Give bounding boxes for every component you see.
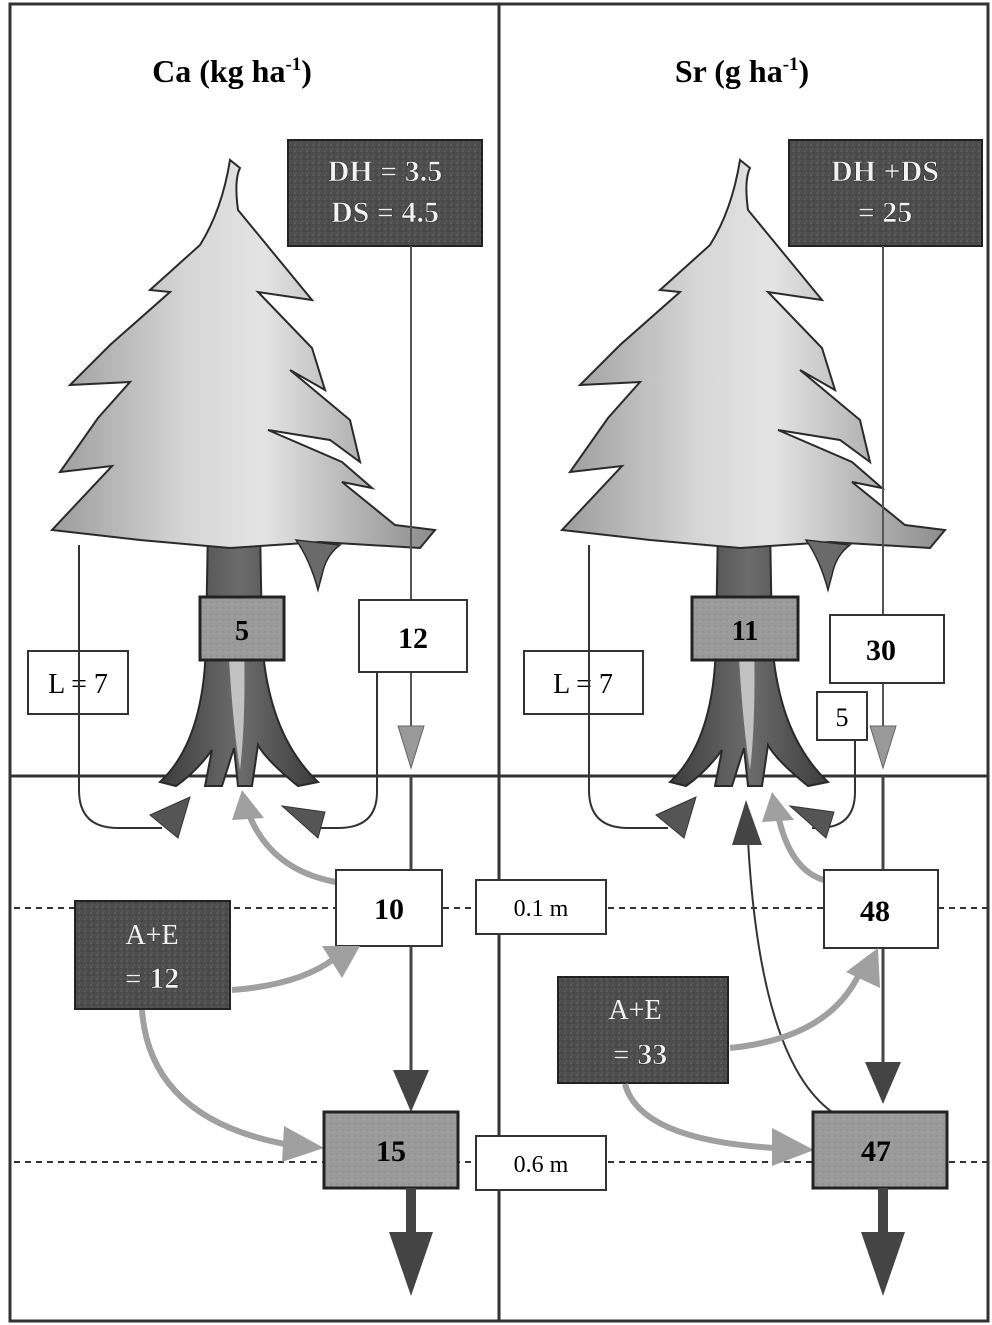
litter-loop (588, 545, 668, 829)
trunk-box-sr (690, 595, 800, 662)
weathering-arrowhead-deep-sr (772, 1128, 814, 1166)
throughfall-arrowhead (397, 725, 425, 770)
soil-deep-value: 15 (376, 1135, 406, 1168)
panel-ca: Ca (kg ha-1) DH = 3.5 DS = 4.5 12 5 L = … (27, 53, 483, 1296)
throughfall-arrowhead (869, 725, 897, 770)
throughfall-loop (310, 672, 378, 829)
weathering-box-ca (74, 900, 231, 1010)
throughfall-box-ca (358, 599, 468, 673)
soil-shallow-value: 48 (860, 895, 890, 928)
weathering-line-2: = 12 (125, 962, 180, 995)
weathering-arrow-deep-sr (622, 1083, 776, 1151)
depth-label-shallow: 0.1 m (514, 896, 569, 922)
weathering-box-sr (557, 976, 729, 1084)
leaching-arrowhead-ca (389, 1232, 433, 1296)
tree-foliage (559, 158, 947, 550)
uptake-arrow-sr (775, 814, 825, 883)
deposition-box-ca (287, 139, 483, 247)
foliage-edge (804, 539, 853, 593)
deposition-box-sr (788, 139, 983, 247)
deep-uptake-arrowhead-sr (732, 800, 762, 845)
deposition-line-2: = 25 (858, 196, 913, 229)
main-flow-arrowhead-sr (865, 1062, 901, 1104)
throughfall-loop-arrowhead (280, 805, 326, 839)
deposition-line-2: DS = 4.5 (331, 196, 439, 229)
weathering-arrowhead-shallow-ca (322, 946, 360, 978)
trunk-highlight (228, 640, 245, 770)
panel-title-sr: Sr (g ha-1) (675, 53, 809, 89)
uptake-arrowhead-sr (762, 792, 794, 822)
stemflow-value: 5 (836, 703, 849, 732)
soil-shallow-box-sr (823, 869, 939, 949)
throughfall-box-sr (829, 614, 945, 684)
soil-deep-box-ca (322, 1110, 460, 1190)
panel-title-ca: Ca (kg ha-1) (152, 53, 312, 89)
main-flow-arrowhead-ca (393, 1070, 429, 1112)
soil-deep-value: 47 (861, 1135, 891, 1168)
soil-shallow-box-ca (335, 869, 443, 947)
deep-uptake-arrow-sr (747, 839, 833, 1113)
throughfall-value: 30 (866, 634, 896, 667)
weathering-arrow-shallow-sr (729, 970, 863, 1051)
panel-sr: Sr (g ha-1) DH +DS = 25 30 5 11 L = 7 (523, 53, 983, 1296)
depth-label-deep: 0.6 m (514, 1152, 569, 1178)
trunk-value: 11 (732, 616, 758, 647)
depth-label-box-deep (475, 1135, 607, 1191)
trunk-highlight (738, 640, 755, 770)
throughfall-value: 12 (398, 622, 428, 655)
trunk-box-ca (198, 595, 286, 662)
uptake-arrowhead-ca (232, 790, 264, 820)
litter-arrowhead (149, 796, 191, 839)
trunk-value: 5 (235, 616, 249, 647)
foliage-edge (294, 539, 343, 593)
stemflow-box-sr (816, 691, 868, 741)
weathering-arrow-shallow-ca (231, 955, 337, 993)
weathering-arrowhead-deep-ca (282, 1126, 324, 1162)
litter-box-sr (523, 650, 644, 715)
litter-loop (78, 545, 162, 829)
weathering-arrow-deep-ca (139, 1009, 291, 1148)
weathering-line-2: = 33 (613, 1038, 668, 1071)
soil-shallow-value: 10 (374, 893, 404, 926)
weathering-line-1: A+E (125, 920, 178, 951)
leaching-arrowhead-sr (861, 1232, 905, 1296)
depth-label-box-shallow (475, 879, 607, 935)
deposition-line-1: DH +DS (831, 155, 939, 188)
litter-arrowhead (655, 796, 697, 839)
tree-foliage (49, 158, 437, 550)
weathering-arrowhead-shallow-sr (846, 948, 880, 988)
deposition-line-1: DH = 3.5 (328, 155, 443, 188)
litter-label: L = 7 (553, 669, 613, 700)
uptake-arrow-ca (245, 810, 337, 885)
weathering-line-1: A+E (608, 995, 661, 1026)
stemflow-loop-arrowhead (788, 805, 835, 839)
